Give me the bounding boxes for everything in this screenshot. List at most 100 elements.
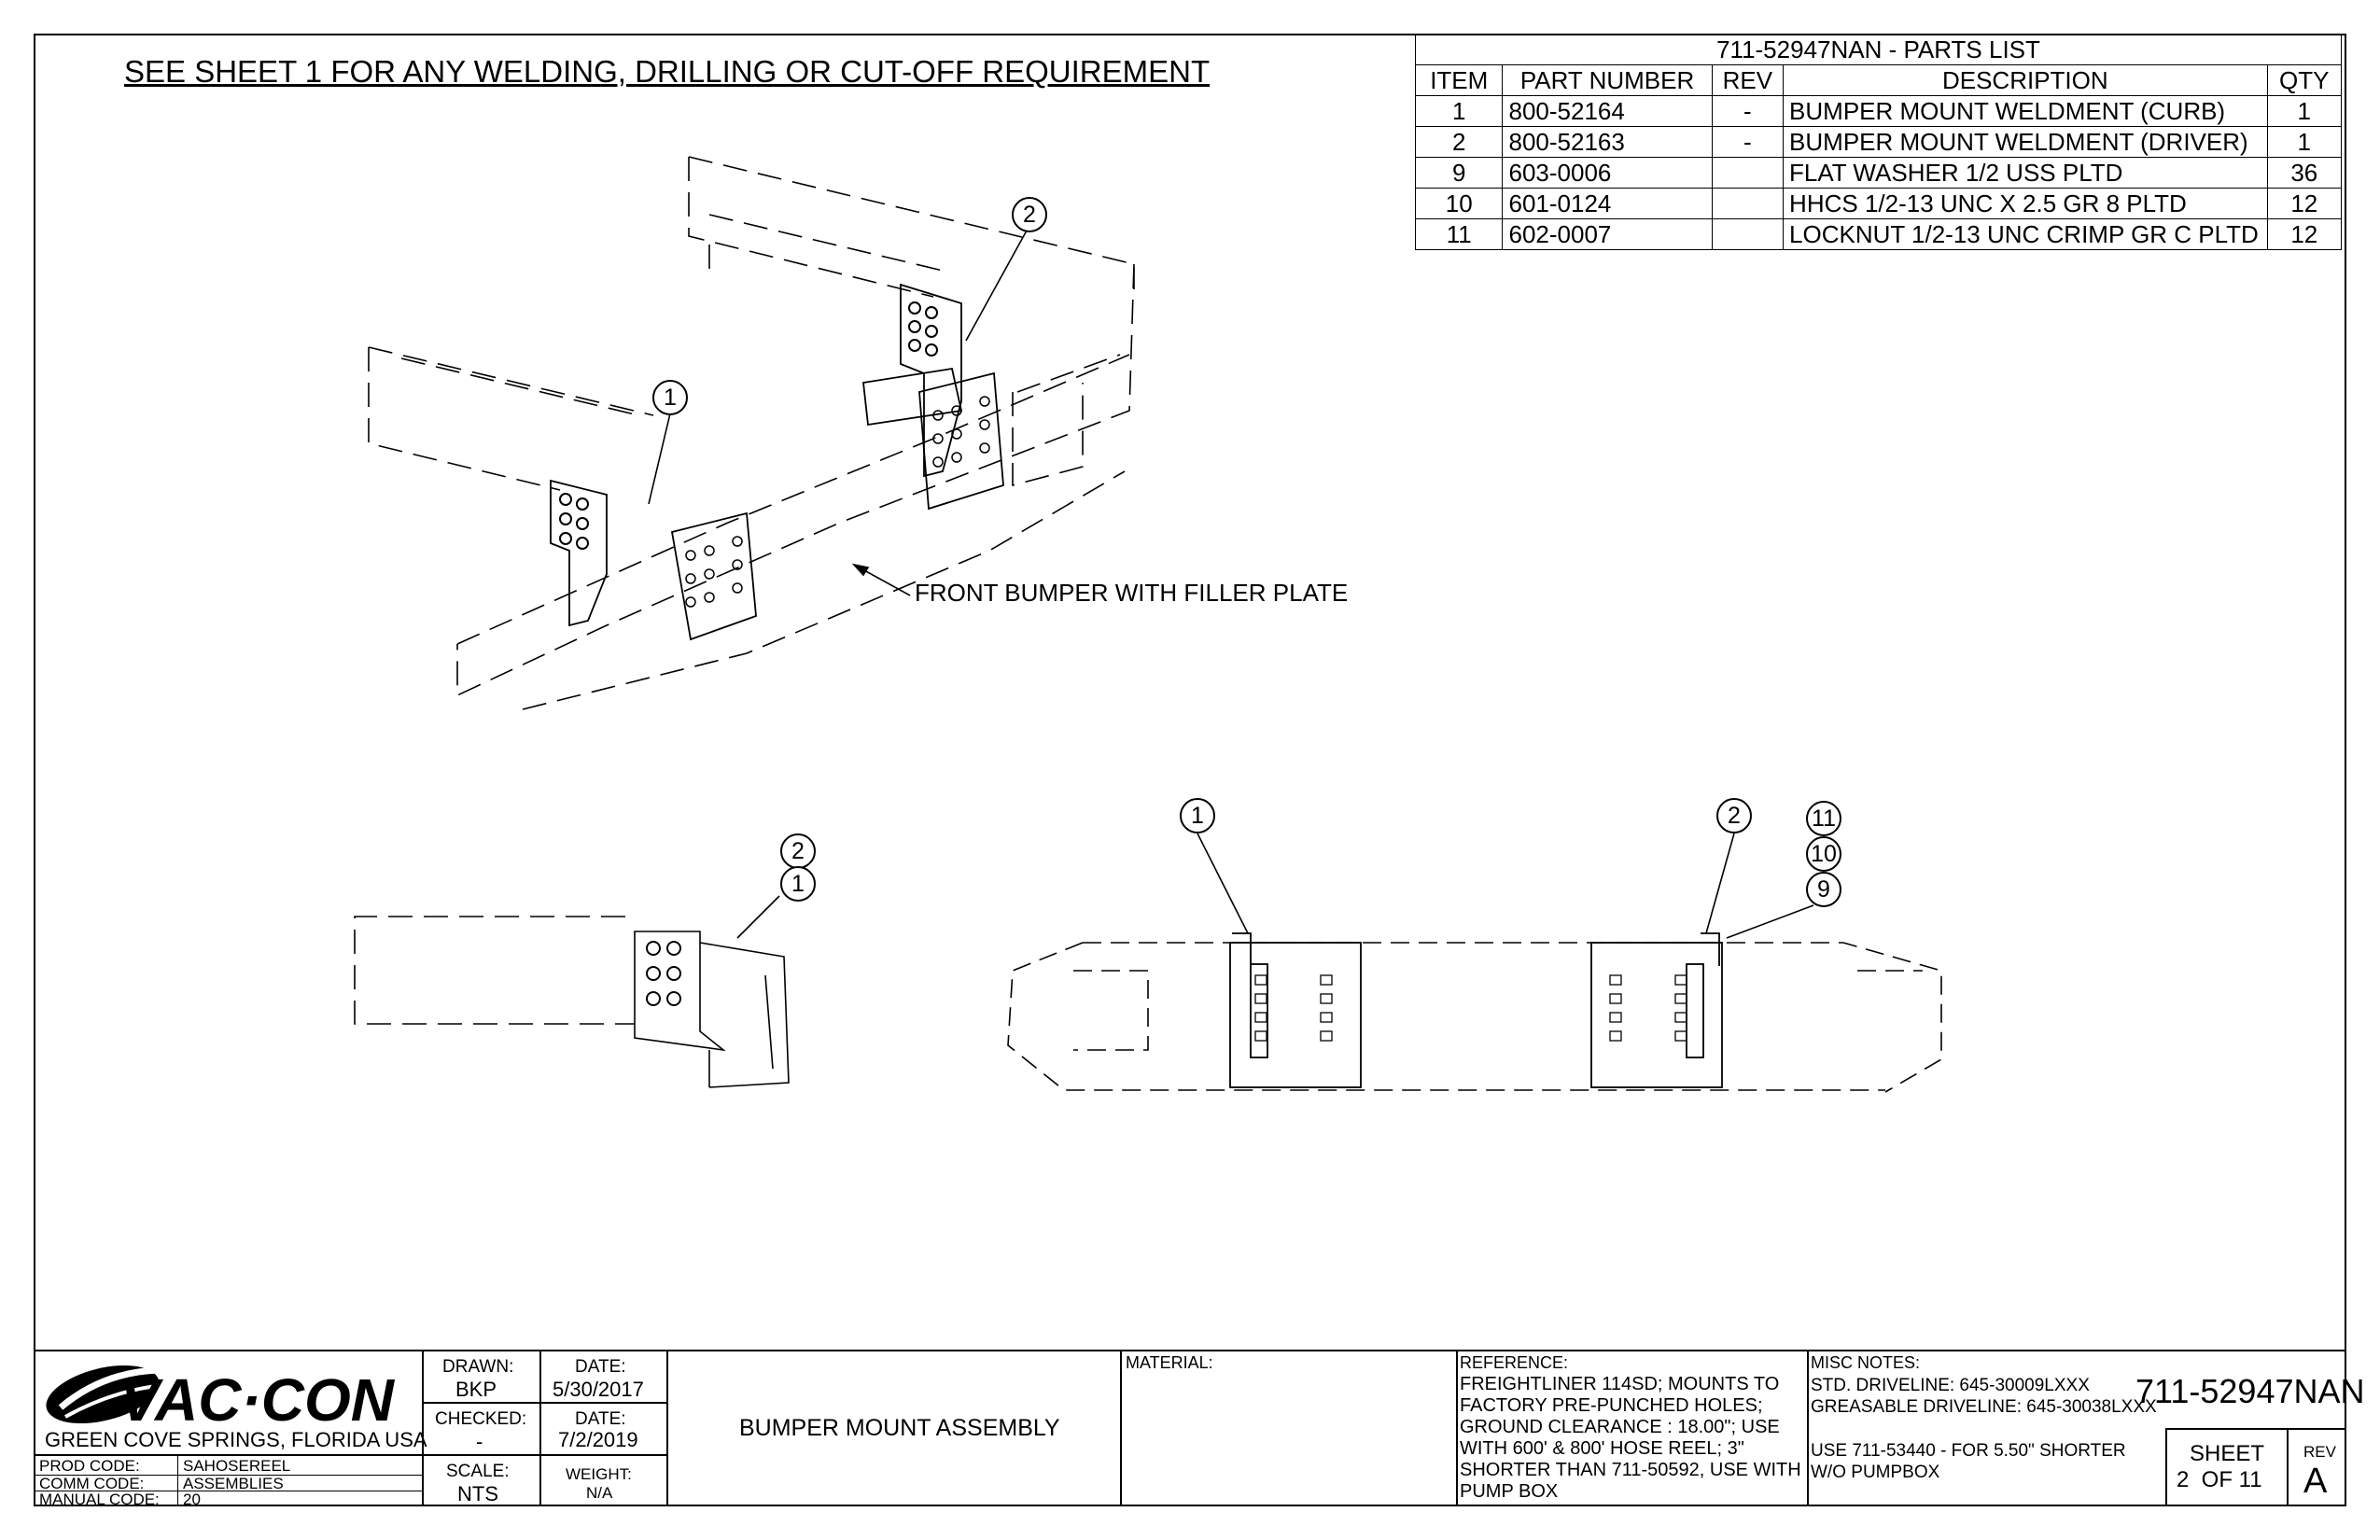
tb-divider xyxy=(1807,1350,1809,1506)
iso-plate-holes xyxy=(685,396,990,608)
checked-date-label: DATE: xyxy=(575,1409,626,1429)
misc-note-line: GREASABLE DRIVELINE: 645-30038LXXX xyxy=(1811,1397,2157,1417)
drawn-by: BKP xyxy=(455,1378,497,1401)
iso-bumper xyxy=(456,263,1135,710)
callout-item-2-side: 2 xyxy=(780,833,816,869)
tb-divider xyxy=(422,1402,666,1404)
cell-description: LOCKNUT 1/2-13 UNC CRIMP GR C PLTD xyxy=(1783,218,2268,250)
material-label: MATERIAL: xyxy=(1126,1353,1213,1372)
tb-divider xyxy=(1120,1350,1122,1506)
cell-rev xyxy=(1711,157,1785,189)
reference-line: WITH 600' & 800' HOSE REEL; 3" xyxy=(1460,1438,1744,1459)
table-row: 9 603-0006 FLAT WASHER 1/2 USS PLTD 36 xyxy=(1414,157,2343,189)
iso-frame-rail-upper xyxy=(688,156,1135,298)
side-view xyxy=(354,895,790,1088)
company-location: GREEN COVE SPRINGS, FLORIDA USA xyxy=(45,1428,427,1451)
misc-notes-label: MISC NOTES: xyxy=(1811,1353,1921,1372)
header-description: DESCRIPTION xyxy=(1783,64,2268,96)
callout-item-2-front: 2 xyxy=(1716,798,1752,833)
reference-line: PUMP BOX xyxy=(1460,1481,1559,1502)
cell-rev: - xyxy=(1711,95,1785,127)
cell-part-number: 602-0007 xyxy=(1502,218,1713,250)
reference-line: FACTORY PRE-PUNCHED HOLES; xyxy=(1460,1395,1763,1416)
tb-divider xyxy=(34,1454,422,1456)
drawn-label: DRAWN: xyxy=(442,1357,514,1377)
cell-rev: - xyxy=(1711,126,1785,158)
checked-by: - xyxy=(476,1430,483,1453)
callout-item-1-side: 1 xyxy=(780,866,816,902)
callout-item-11-front: 11 xyxy=(1806,801,1841,836)
drawing-number: 711-52947NAN xyxy=(2135,1372,2365,1410)
parts-list-table: 711-52947NAN - PARTS LIST ITEM PART NUMB… xyxy=(1414,34,2343,250)
header-rev: REV xyxy=(1711,64,1785,96)
tb-divider xyxy=(177,1454,178,1506)
callout-item-1-front: 1 xyxy=(1180,798,1215,833)
cell-description: BUMPER MOUNT WELDMENT (DRIVER) xyxy=(1783,126,2268,158)
cell-item: 1 xyxy=(1414,95,1504,127)
cell-rev xyxy=(1711,218,1785,250)
front-view-plate-holes xyxy=(1254,974,1687,1042)
checked-label: CHECKED: xyxy=(435,1409,527,1429)
reference-label: REFERENCE: xyxy=(1460,1353,1569,1372)
tb-divider xyxy=(422,1454,666,1456)
bumper-label: FRONT BUMPER WITH FILLER PLATE xyxy=(915,579,1349,607)
general-note: SEE SHEET 1 FOR ANY WELDING, DRILLING OR… xyxy=(124,54,1211,89)
misc-note-line: W/O PUMPBOX xyxy=(1811,1463,1940,1482)
drawn-date-label: DATE: xyxy=(575,1357,626,1377)
cell-rev xyxy=(1711,188,1785,219)
tb-divider xyxy=(539,1350,541,1506)
logo-wordmark: VAC·CON xyxy=(119,1366,396,1428)
callout-item-2-iso: 2 xyxy=(1012,197,1047,232)
table-row: 11 602-0007 LOCKNUT 1/2-13 UNC CRIMP GR … xyxy=(1414,218,2343,250)
tb-divider xyxy=(422,1350,424,1506)
reference-line: FREIGHTLINER 114SD; MOUNTS TO xyxy=(1460,1374,1780,1394)
prod-code: SAHOSEREEL xyxy=(183,1457,291,1475)
table-row: 2 800-52163 - BUMPER MOUNT WELDMENT (DRI… xyxy=(1414,126,2343,158)
cell-part-number: 603-0006 xyxy=(1502,157,1713,189)
front-view-bumper xyxy=(1007,942,1942,1093)
tb-divider xyxy=(1456,1350,1458,1506)
vaccon-logo: VAC·CON xyxy=(46,1365,396,1428)
comm-code-label: COMM CODE: xyxy=(39,1475,145,1492)
side-view-bolts xyxy=(646,941,681,1006)
manual-code-label: MANUAL CODE: xyxy=(39,1491,160,1508)
drawn-date: 5/30/2017 xyxy=(553,1378,644,1401)
sheet-number: 2 OF 11 xyxy=(2177,1467,2262,1492)
tb-divider xyxy=(2165,1428,2167,1506)
cell-description: FLAT WASHER 1/2 USS PLTD xyxy=(1783,157,2268,189)
tb-divider xyxy=(2287,1428,2289,1506)
iso-frame-rail-lower xyxy=(368,346,654,491)
front-view-leaders xyxy=(1197,833,1814,939)
iso-bolt-heads xyxy=(559,301,938,550)
comm-code: ASSEMBLIES xyxy=(183,1475,284,1492)
cell-item: 10 xyxy=(1414,188,1504,219)
prod-code-label: PROD CODE: xyxy=(39,1457,140,1475)
misc-note-line: USE 711-53440 - FOR 5.50" SHORTER xyxy=(1811,1441,2126,1461)
header-qty: QTY xyxy=(2266,64,2343,96)
cell-item: 11 xyxy=(1414,218,1504,250)
callout-item-10-front: 10 xyxy=(1806,836,1841,872)
weight-label: WEIGHT: xyxy=(566,1465,632,1483)
iso-leaders xyxy=(648,230,1028,596)
cell-qty: 1 xyxy=(2266,126,2343,158)
tb-divider xyxy=(666,1350,668,1506)
callout-item-9-front: 9 xyxy=(1806,872,1841,907)
sheet-label: SHEET xyxy=(2190,1441,2265,1466)
cell-part-number: 800-52164 xyxy=(1502,95,1713,127)
drawing-title: BUMPER MOUNT ASSEMBLY xyxy=(739,1415,1060,1441)
cell-qty: 12 xyxy=(2266,188,2343,219)
title-block xyxy=(34,1350,2346,1506)
tb-divider xyxy=(34,1475,422,1476)
reference-line: GROUND CLEARANCE : 18.00"; USE xyxy=(1460,1417,1780,1437)
manual-code: 20 xyxy=(183,1491,201,1508)
cell-description: BUMPER MOUNT WELDMENT (CURB) xyxy=(1783,95,2268,127)
rev-value: A xyxy=(2303,1462,2328,1501)
sheet-border xyxy=(34,34,2346,1506)
misc-note-line: STD. DRIVELINE: 645-30009LXXX xyxy=(1811,1376,2090,1395)
reference-line: SHORTER THAN 711-50592, USE WITH xyxy=(1460,1460,1801,1480)
cell-qty: 36 xyxy=(2266,157,2343,189)
header-part-number: PART NUMBER xyxy=(1502,64,1713,96)
rev-label: REV xyxy=(2303,1443,2336,1461)
cell-item: 2 xyxy=(1414,126,1504,158)
